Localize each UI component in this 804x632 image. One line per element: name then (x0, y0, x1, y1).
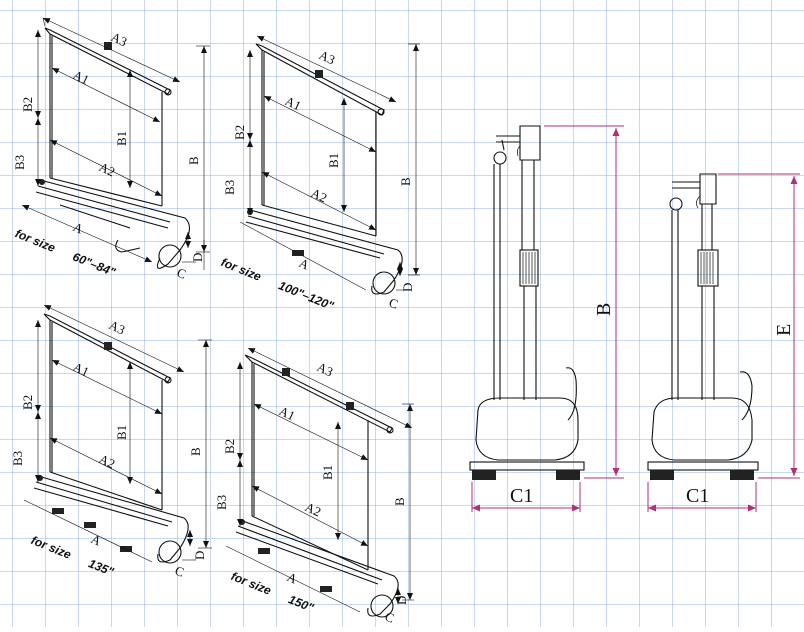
label-b1: B1 (114, 425, 129, 440)
label-b3: B3 (10, 451, 25, 466)
label-b2: B2 (222, 439, 237, 454)
label-a1: A1 (283, 93, 304, 113)
label-a2: A2 (97, 451, 118, 471)
label-a2: A2 (309, 185, 330, 205)
label-b3: B3 (12, 155, 27, 170)
label-b: B (186, 156, 201, 165)
label-a2: A2 (97, 159, 118, 179)
width-label: C1 (510, 485, 533, 507)
label-d: D (400, 283, 415, 292)
label-a3: A3 (109, 29, 130, 49)
label-b3: B3 (222, 180, 237, 195)
label-d: D (394, 596, 409, 605)
label-b2: B2 (232, 125, 247, 140)
label-b1: B1 (320, 465, 335, 480)
side-view-right: E C1 (647, 173, 800, 512)
label-a3: A3 (107, 317, 128, 337)
label-d: D (190, 253, 205, 262)
label-a1: A1 (71, 359, 92, 379)
label-b2: B2 (20, 97, 35, 112)
label-b: B (392, 497, 407, 506)
screen-figure-135: A3 A1 A2 A B B1 B2 B3 C D for size 135" (10, 304, 212, 580)
side-view-left: B C1 (469, 125, 624, 512)
height-label: E (773, 324, 795, 336)
label-a2: A2 (303, 499, 324, 519)
label-d: D (192, 551, 207, 560)
label-b1: B1 (114, 131, 129, 146)
label-b: B (188, 447, 203, 456)
label-b1: B1 (326, 153, 341, 168)
label-a3: A3 (315, 359, 336, 379)
label-b3: B3 (214, 495, 229, 510)
label-a1: A1 (277, 403, 298, 423)
label-a1: A1 (71, 67, 92, 87)
width-label: C1 (686, 485, 709, 507)
height-label: B (593, 303, 615, 316)
label-b2: B2 (20, 395, 35, 410)
label-a3: A3 (317, 47, 338, 67)
label-b: B (398, 177, 413, 186)
